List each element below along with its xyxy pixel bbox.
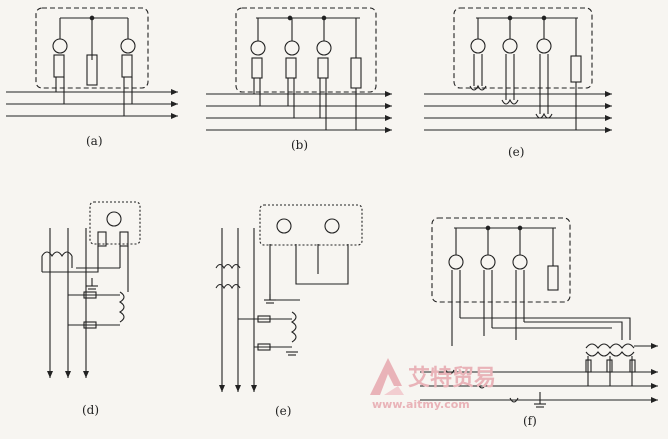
panel-b-meter-enclosure (235, 7, 377, 93)
watermark-logo (370, 358, 404, 395)
panel-b-current-coil-2 (285, 57, 297, 79)
panel-d-meter-enclosure (89, 201, 141, 245)
panel-c-diagram (424, 7, 612, 133)
panel-label-a: (a) (86, 134, 103, 148)
panel-e-ct-1 (215, 263, 241, 270)
watermark-url: www.aitmy.com (372, 398, 470, 411)
panel-label-b: (b) (291, 138, 309, 152)
panel-f-element-2 (480, 254, 496, 270)
panel-a-current-coil-1 (53, 54, 65, 78)
panel-e-ct-2 (215, 283, 241, 290)
panel-b-element-1 (250, 40, 266, 56)
panel-a-diagram (6, 7, 178, 119)
panel-d-vt (118, 291, 125, 323)
panel-d-ct (41, 251, 73, 258)
panel-c-ct-3 (535, 112, 553, 119)
panel-f-ct-2 (477, 383, 487, 389)
panel-b-element-2 (284, 40, 300, 56)
panel-c-voltage-coil (570, 55, 582, 83)
panel-e-element-2 (324, 218, 340, 234)
panel-b-element-3 (316, 40, 332, 56)
panel-e-element-1 (276, 218, 292, 234)
panel-label-e: (e) (275, 404, 292, 418)
panel-label-c: (e) (508, 145, 525, 159)
panel-d-element (106, 211, 122, 227)
panel-d-diagram (41, 201, 141, 378)
panel-d-voltage-coil (97, 231, 107, 247)
panel-b-current-coil-1 (251, 57, 263, 79)
panel-a-current-coil-2 (121, 54, 133, 78)
panel-a-voltage-coil (86, 54, 98, 86)
panel-b-voltage-coil (350, 57, 362, 89)
panel-f-vt-secondary (585, 351, 635, 357)
panel-f-diagram (420, 217, 658, 408)
panel-c-ct-2 (501, 98, 519, 105)
panel-c-element-3 (536, 38, 552, 54)
panel-f-ct-3 (509, 397, 519, 403)
panel-e-diagram (215, 204, 363, 392)
panel-e-meter-enclosure (259, 204, 363, 246)
panel-f-ct-1 (445, 369, 455, 375)
panel-c-ct-1 (469, 84, 487, 91)
panel-f-element-1 (448, 254, 464, 270)
panel-f-meter-enclosure (431, 217, 571, 303)
panel-label-f: (f) (523, 414, 537, 428)
watermark-brand: 艾特贸易 (408, 366, 497, 391)
panel-a-meter-enclosure (35, 7, 149, 89)
panel-a-element-2 (120, 38, 136, 54)
panel-f-vt-primary (585, 343, 635, 349)
panel-b-current-coil-3 (317, 57, 329, 79)
panel-c-element-2 (502, 38, 518, 54)
panel-label-d: (d) (82, 403, 100, 417)
panel-c-meter-enclosure (453, 7, 593, 89)
panel-a-element-1 (52, 38, 68, 54)
panel-f-element-3 (512, 254, 528, 270)
panel-f-voltage-coil (547, 265, 559, 291)
panel-e-vt (290, 311, 297, 343)
panel-c-element-1 (470, 38, 486, 54)
panel-d-current-coil (119, 231, 129, 247)
panel-b-diagram (206, 7, 392, 133)
